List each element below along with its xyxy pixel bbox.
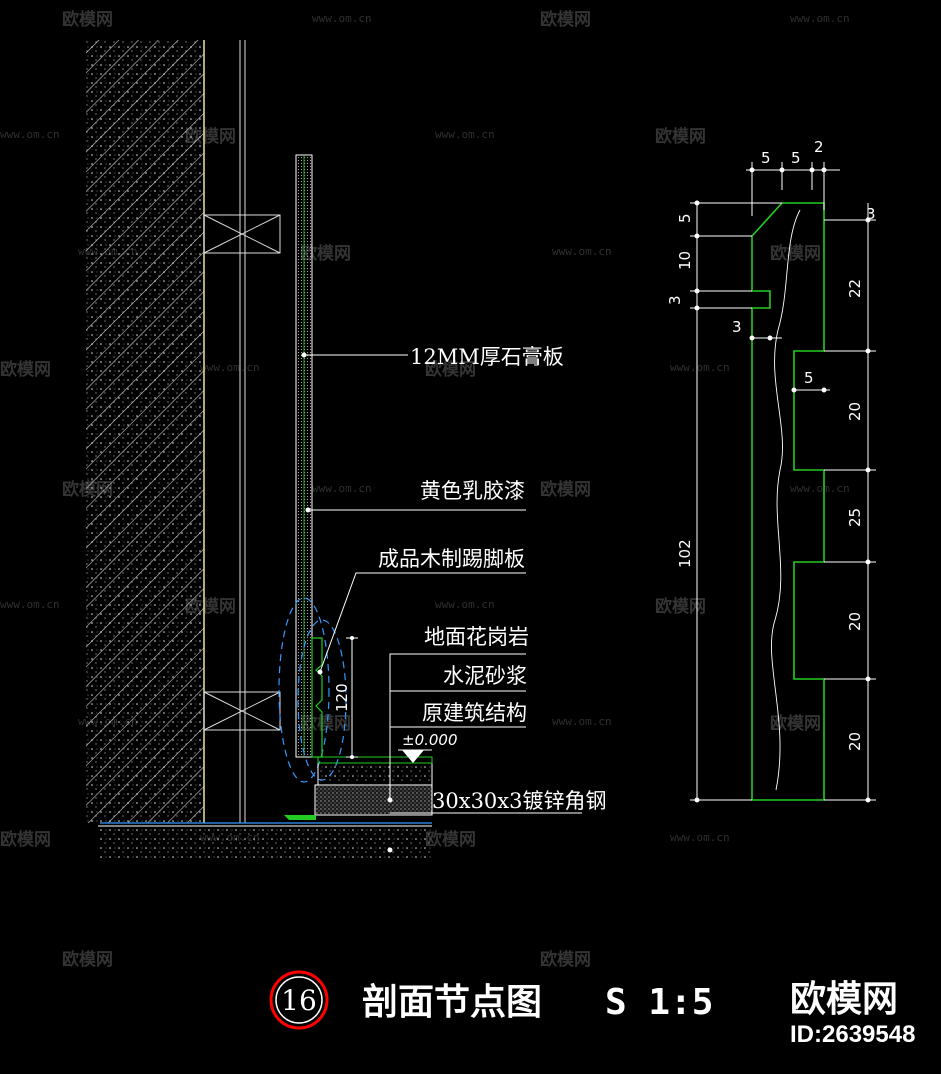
label-granite-floor: 地面花岗岩 <box>424 625 529 649</box>
logo-brand: 欧模网 <box>790 979 898 1020</box>
watermark-url: www.om.cn <box>552 245 612 258</box>
dim-top: 2 <box>814 138 824 156</box>
dim-right: 20 <box>846 612 864 631</box>
watermark-url: www.om.cn <box>670 361 730 374</box>
label-cement-mortar: 水泥砂浆 <box>443 664 527 688</box>
structure-slab <box>98 826 432 860</box>
skirting-profile: 5 5 2 5 10 3 3 102 <box>666 138 876 803</box>
watermark-url: www.om.cn <box>435 598 495 611</box>
watermark-brand: 欧模网 <box>300 243 351 264</box>
watermark-brand: 欧模网 <box>425 829 476 850</box>
dimension-text: 120 <box>333 683 351 712</box>
logo-id: ID:2639548 <box>790 1021 915 1048</box>
granite-floor <box>317 762 433 786</box>
left-dimensions <box>690 200 782 803</box>
dim-right: 22 <box>846 279 864 298</box>
label-gypsum-board: 12MM厚石膏板 <box>410 345 564 369</box>
mortar-line <box>317 756 433 764</box>
watermark-brand: 欧模网 <box>425 359 476 380</box>
level-text: ±0.000 <box>402 731 458 749</box>
top-dimensions <box>746 162 840 216</box>
detail-ellipse <box>278 597 330 783</box>
keel-block <box>203 691 281 731</box>
leader-lines <box>301 352 582 853</box>
level-mark: ±0.000 <box>398 731 458 763</box>
watermark-brand: 欧模网 <box>540 949 591 970</box>
watermark-url: www.om.cn <box>552 715 612 728</box>
dim-left: 102 <box>676 539 694 568</box>
right-dimensions <box>791 203 876 803</box>
watermark-url: www.om.cn <box>670 831 730 844</box>
keel-block <box>203 214 281 254</box>
watermark-brand: 欧模网 <box>655 126 706 147</box>
label-angle-steel: 30x30x3镀锌角钢 <box>432 789 607 813</box>
cement-mortar <box>314 784 433 816</box>
wood-grain <box>771 209 801 791</box>
label-original-structure: 原建筑结构 <box>422 701 527 725</box>
dim-left: 3 <box>666 295 684 305</box>
dim-inner: 5 <box>804 369 814 387</box>
watermark-brand: 欧模网 <box>300 713 351 734</box>
watermark-url: www.om.cn <box>790 482 850 495</box>
dim-right: 3 <box>866 205 876 223</box>
watermark-url: www.om.cn <box>0 598 60 611</box>
dim-top: 5 <box>791 149 801 167</box>
watermark-url: www.om.cn <box>312 482 372 495</box>
watermark-brand: 欧模网 <box>540 9 591 30</box>
dimension-120: 120 <box>333 636 358 759</box>
dim-left: 3 <box>732 318 742 336</box>
wall-section: ±0.000 120 12MM厚石膏板 黄色乳胶 <box>86 40 607 860</box>
dim-right: 20 <box>846 402 864 421</box>
profile-outline <box>751 202 825 801</box>
watermark-url: www.om.cn <box>790 12 850 25</box>
drawing-title: 剖面节点图 <box>362 982 542 1023</box>
label-latex-paint: 黄色乳胶漆 <box>420 479 525 503</box>
angle-steel <box>284 815 316 820</box>
watermark-url: www.om.cn <box>312 12 372 25</box>
wall-aggregate <box>86 40 204 823</box>
watermark-brand: 欧模网 <box>0 829 51 850</box>
watermark-brand: 欧模网 <box>770 713 821 734</box>
watermark-brand: 欧模网 <box>62 949 113 970</box>
watermark-url: www.om.cn <box>435 128 495 141</box>
drawing-title-block: 16 剖面节点图 S 1:5 欧模网 ID:2639548 <box>269 970 915 1048</box>
watermark-url: www.om.cn <box>200 361 260 374</box>
watermark-brand: 欧模网 <box>770 243 821 264</box>
watermark-brand: 欧模网 <box>655 596 706 617</box>
label-skirting-board: 成品木制踢脚板 <box>378 547 525 571</box>
watermark-brand: 欧模网 <box>62 9 113 30</box>
detail-number: 16 <box>281 984 317 1017</box>
watermark-url: www.om.cn <box>0 128 60 141</box>
dim-left: 10 <box>676 251 694 270</box>
dim-right: 20 <box>846 732 864 751</box>
dim-left: 5 <box>676 213 694 223</box>
drawing-scale: S 1:5 <box>605 982 713 1023</box>
skirting-board <box>311 637 323 758</box>
detail-number-circle <box>269 970 329 1030</box>
watermark-brand: 欧模网 <box>540 479 591 500</box>
watermark-brand: 欧模网 <box>0 359 51 380</box>
watermark-layer: 欧模网 www.om.cn 欧模网 www.om.cn www.om.cn 欧模… <box>0 9 850 970</box>
dim-right: 25 <box>846 508 864 527</box>
dim-top: 5 <box>761 149 771 167</box>
